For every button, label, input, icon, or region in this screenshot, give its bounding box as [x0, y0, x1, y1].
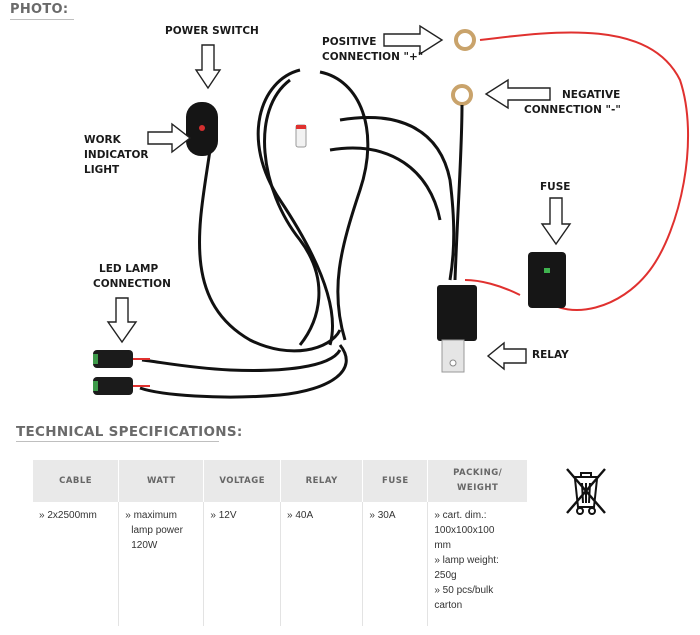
positive-ring-terminal: [454, 29, 476, 51]
work-indicator-line2: INDICATOR: [84, 149, 149, 161]
negative-connection-line2: CONNECTION "-": [524, 104, 621, 116]
fuse-holder: [528, 252, 566, 308]
red-positive-wire: [479, 31, 690, 311]
positive-connection-line2: CONNECTION "+": [322, 51, 424, 63]
specs-table: CABLE WATT VOLTAGE RELAY FUSE PACKING/ W…: [33, 460, 527, 626]
fuse-indicator: [544, 268, 550, 273]
led-lamp-label: LED LAMP CONNECTION: [93, 262, 171, 292]
cell-watt: » maximum lamp power 120W: [118, 502, 205, 626]
work-indicator-light: [199, 125, 205, 131]
power-switch-label: POWER SWITCH: [165, 25, 259, 37]
negative-wire: [453, 104, 464, 281]
cell-fuse: » 30A: [362, 502, 429, 626]
led-lamp-arrow: [106, 297, 138, 344]
cell-relay: » 40A: [280, 502, 364, 626]
relay-label: RELAY: [532, 349, 569, 361]
work-indicator-label: WORK INDICATOR LIGHT: [84, 133, 149, 178]
packing-line4: » lamp weight:: [434, 555, 499, 566]
relay-body: [437, 285, 477, 341]
fuse-label: FUSE: [540, 181, 571, 193]
voltage-value: » 12V: [210, 510, 237, 521]
packing-line3: mm: [434, 540, 452, 551]
cell-cable: » 2x2500mm: [33, 502, 120, 626]
plug-red-band: [296, 125, 306, 129]
relay-value: » 40A: [287, 510, 314, 521]
weee-crossed-bin-icon: [566, 468, 606, 515]
watt-line1: » maximum: [125, 510, 177, 521]
packing-line2: 100x100x100: [434, 525, 495, 536]
watt-line2: lamp power: [131, 525, 183, 536]
red-relay-wire: [464, 279, 521, 296]
work-indicator-line1: WORK: [84, 134, 121, 146]
led-connector-top: [93, 350, 133, 368]
negative-arrow: [484, 78, 551, 110]
header-packing: PACKING/ WEIGHT: [427, 460, 527, 502]
cell-voltage: » 12V: [203, 502, 281, 626]
specs-header-row: CABLE WATT VOLTAGE RELAY FUSE PACKING/ W…: [33, 460, 527, 502]
cell-packing: » cart. dim.: 100x100x100 mm » lamp weig…: [428, 502, 527, 626]
specs-title-underline: [16, 441, 219, 442]
positive-connection-label: POSITIVE CONNECTION "+": [322, 35, 423, 65]
specs-section-title: TECHNICAL SPECIFICATIONS:: [16, 424, 243, 440]
fuse-value: » 30A: [369, 510, 396, 521]
watt-line3: 120W: [131, 540, 158, 551]
wiring-harness-illustration: [93, 24, 690, 399]
photo-section-title: PHOTO:: [10, 2, 69, 17]
positive-arrow: [383, 24, 444, 56]
packing-line6: » 50 pcs/bulk: [434, 585, 494, 596]
header-watt: WATT: [118, 460, 205, 502]
packing-line5: 250g: [434, 570, 457, 581]
power-switch-arrow: [194, 44, 222, 90]
black-cable-bundle: [139, 68, 456, 399]
fuse-arrow: [540, 197, 572, 246]
work-indicator-line3: LIGHT: [84, 164, 120, 176]
cable-value: » 2x2500mm: [39, 510, 97, 521]
relay-bracket: [441, 339, 465, 373]
led-lamp-line2: CONNECTION: [93, 278, 171, 290]
work-indicator-arrow: [147, 122, 192, 154]
header-cable: CABLE: [33, 460, 120, 502]
header-relay: RELAY: [280, 460, 364, 502]
packing-line7: carton: [434, 600, 463, 611]
header-voltage: VOLTAGE: [203, 460, 281, 502]
negative-ring-terminal: [451, 84, 473, 106]
relay-bracket-hole: [449, 359, 457, 367]
led-lamp-line1: LED LAMP: [99, 263, 159, 275]
negative-connection-label: NEGATIVE CONNECTION "-": [524, 88, 621, 118]
header-fuse: FUSE: [362, 460, 429, 502]
positive-connection-line1: POSITIVE: [322, 36, 377, 48]
specs-value-row: » 2x2500mm » maximum lamp power 120W » 1…: [33, 502, 527, 626]
led-connector-bottom: [93, 377, 133, 395]
relay-arrow: [486, 341, 527, 371]
packing-line1: » cart. dim.:: [434, 510, 487, 521]
photo-title-underline: [10, 19, 74, 20]
negative-connection-line1: NEGATIVE: [562, 89, 621, 101]
